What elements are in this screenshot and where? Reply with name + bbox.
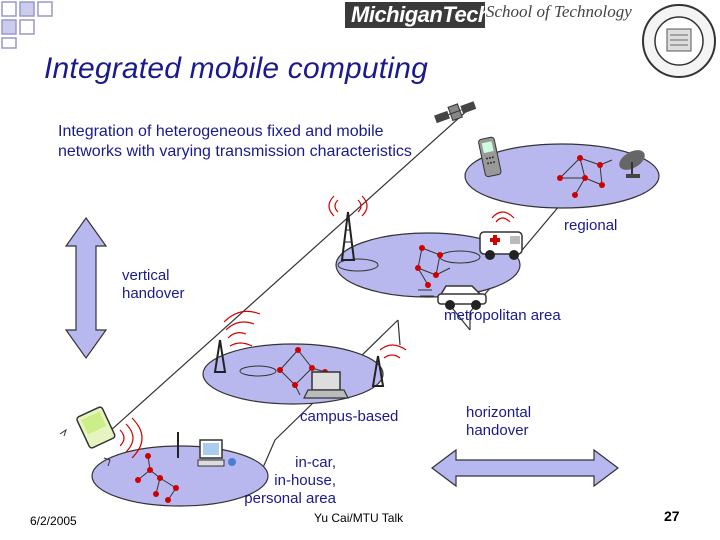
personal-nodes <box>135 453 179 503</box>
vertical-handover-label-line1: vertical <box>122 267 170 284</box>
vertical-handover-label-line2: handover <box>122 285 185 302</box>
slide-subtitle: Integration of heterogeneous fixed and m… <box>58 123 412 160</box>
horizontal-handover-arrow <box>431 448 619 488</box>
pda-waves <box>119 417 143 459</box>
metropolitan-network-ellipse <box>335 232 521 298</box>
personal-area-label-line1: in-car, <box>295 454 336 471</box>
footer-date: 6/2/2005 <box>30 514 77 528</box>
corner-squares-decoration <box>1 1 53 49</box>
satellite-icon <box>434 101 477 124</box>
regional-antenna-tower-icon <box>340 211 356 261</box>
michigan-tech-logo: MichiganTech <box>345 2 491 28</box>
logo-sub-text: School of Technology <box>486 2 632 21</box>
campus-waves <box>223 310 407 359</box>
regional-antenna-waves <box>328 195 368 217</box>
pda-device-icon <box>76 406 116 449</box>
logo-main-text: MichiganTech <box>351 2 491 27</box>
university-seal <box>642 4 716 78</box>
horizontal-handover-label-line2: handover <box>466 422 529 439</box>
campus-label: campus-based <box>300 408 399 425</box>
horizontal-handover-label-line1: horizontal <box>466 404 532 421</box>
campus-network-ellipse <box>202 343 384 405</box>
car-icon <box>437 285 487 310</box>
personal-area-label: in-car, in-house, personal area <box>226 454 336 508</box>
regional-nodes <box>557 155 613 198</box>
campus-antenna-tower-left-icon <box>213 339 227 373</box>
campus-nodes <box>277 347 328 396</box>
metropolitan-label: metropolitan area <box>444 307 561 324</box>
desktop-computer-icon <box>197 439 236 467</box>
metropolitan-nodes <box>415 245 451 288</box>
ambulance-icon <box>479 231 523 260</box>
laptop-icon <box>303 371 349 399</box>
vertical-handover-arrow <box>64 216 108 360</box>
personal-area-label-line2: in-house, <box>274 472 336 489</box>
vertical-handover-label: vertical handover <box>122 267 185 303</box>
slide-title: Integrated mobile computing <box>44 52 428 85</box>
personal-area-label-line3: personal area <box>244 490 336 507</box>
footer-author: Yu Cai/MTU Talk <box>314 511 404 525</box>
campus-antenna-tower-right-icon <box>371 355 385 387</box>
horizontal-handover-label: horizontal handover <box>466 404 531 440</box>
regional-label: regional <box>564 217 618 234</box>
mobile-phone-icon <box>478 136 502 178</box>
satellite-dish-icon <box>619 150 645 178</box>
page-number: 27 <box>664 508 680 524</box>
